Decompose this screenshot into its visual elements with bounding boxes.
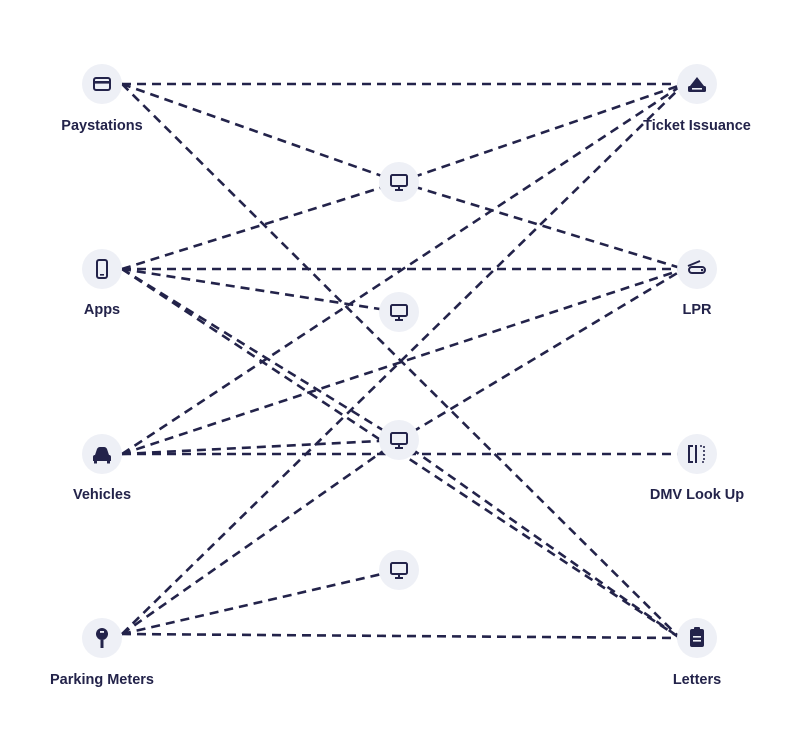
edge-apps-to-hub-2 [121,267,400,314]
credit-card-icon [93,77,111,91]
node-badge [677,249,717,289]
edge-hub-3-to-letters [398,438,681,640]
car-icon [93,447,111,464]
parking-meter-icon [96,628,108,648]
node-hub-2 [379,292,419,332]
monitor-icon [390,432,408,449]
edge-parking-meters-to-ticket-issuance [121,83,685,635]
license-lookup-icon [688,445,705,463]
node-badge [379,292,419,332]
node-label-lpr: LPR [683,302,713,318]
edge-hub-1-to-ticket-issuance [398,82,685,184]
node-hub-4 [379,550,419,590]
edge-hub-1-to-lpr [398,180,685,271]
node-ticket-issuance: Ticket Issuance [643,64,751,134]
node-hub-3 [379,420,419,460]
monitor-icon [390,174,408,191]
node-label-apps: Apps [84,302,120,318]
node-label-paystations: Paystations [61,118,142,134]
node-letters: Letters [673,618,721,688]
edge-parking-meters-to-hub-3 [121,438,400,636]
node-badge [82,249,122,289]
edge-paystations-to-hub-1 [121,82,400,184]
smartphone-icon [96,259,108,279]
node-apps: Apps [82,249,122,318]
edge-vehicles-to-hub-3 [121,438,400,456]
node-dmv-look-up: DMV Look Up [650,434,744,503]
node-hub-1 [379,162,419,202]
monitor-icon [390,562,408,579]
node-badge [379,420,419,460]
lpr-camera-icon [687,260,706,274]
edge-hub-3-to-lpr [398,267,685,442]
edge-vehicles-to-lpr [121,267,685,456]
edge-parking-meters-to-letters [121,632,681,640]
edge-apps-to-hub-3 [121,267,400,442]
node-label-ticket-issuance: Ticket Issuance [643,118,751,134]
node-parking-meters: Parking Meters [50,618,154,688]
node-badge [379,550,419,590]
node-badge [379,162,419,202]
monitor-icon [390,304,408,321]
node-label-letters: Letters [673,672,721,688]
clipboard-icon [690,627,704,647]
edge-vehicles-to-ticket-issuance [121,82,685,456]
node-lpr: LPR [677,249,717,318]
ticket-printer-icon [688,77,706,92]
node-vehicles: Vehicles [73,434,131,503]
node-badge [82,64,122,104]
node-label-vehicles: Vehicles [73,487,131,503]
edge-parking-meters-to-hub-4 [121,568,400,636]
node-paystations: Paystations [61,64,143,134]
node-label-dmv-look-up: DMV Look Up [650,487,744,503]
edge-apps-to-hub-1 [121,180,400,271]
node-label-parking-meters: Parking Meters [50,672,154,688]
